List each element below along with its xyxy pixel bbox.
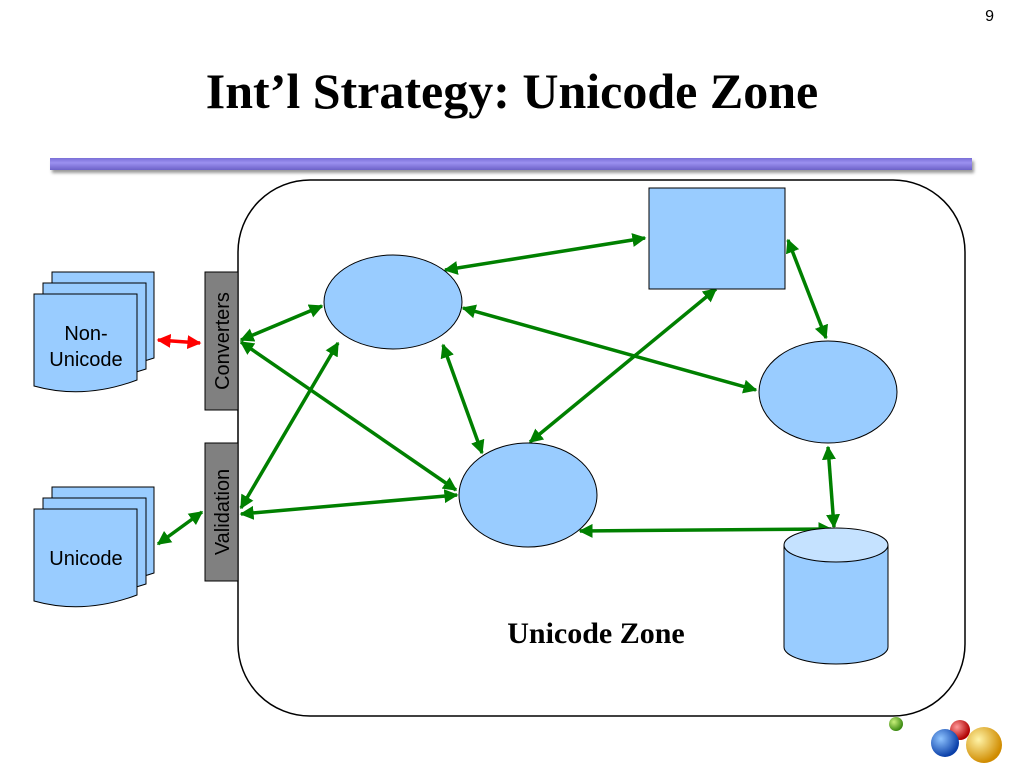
unicode-document-stack: Unicode bbox=[33, 486, 155, 608]
connection-arrows bbox=[156, 233, 841, 546]
arrow-ellipse3-cylinder bbox=[578, 522, 833, 538]
arrow-non-unicode-converters bbox=[156, 333, 202, 350]
arrow-box-ellipse2 bbox=[786, 238, 828, 340]
ellipse-node-top-left bbox=[323, 254, 463, 350]
arrow-ellipse1-box bbox=[443, 233, 647, 275]
page-number: 9 bbox=[985, 8, 994, 25]
title-divider bbox=[50, 158, 972, 170]
blue-ball-icon bbox=[931, 729, 959, 757]
non-unicode-label-line2: Unicode bbox=[49, 349, 122, 371]
arrow-validation-ellipse3 bbox=[239, 489, 459, 520]
unicode-doc-label: Unicode bbox=[49, 548, 122, 570]
database-cylinder bbox=[783, 527, 889, 665]
arrow-ellipse2-cylinder bbox=[821, 445, 841, 529]
green-ball-icon bbox=[889, 717, 903, 731]
unicode-zone-label: Unicode Zone bbox=[507, 617, 685, 650]
arrow-box-ellipse3 bbox=[528, 287, 718, 444]
non-unicode-label-line1: Non- bbox=[64, 323, 107, 345]
arrow-unicode-validation bbox=[156, 510, 204, 546]
box-node bbox=[648, 187, 786, 290]
arrow-ellipse1-ellipse3 bbox=[440, 343, 485, 455]
non-unicode-document-stack: Non- Unicode bbox=[33, 271, 155, 393]
yellow-ball-icon bbox=[966, 727, 1002, 763]
ellipse-node-center bbox=[458, 442, 598, 548]
ellipse-node-right bbox=[758, 340, 898, 444]
converters-label: Converters bbox=[212, 292, 234, 390]
validation-label: Validation bbox=[212, 469, 234, 555]
arrow-converters-ellipse1 bbox=[239, 304, 324, 342]
validation-bar: Validation bbox=[204, 442, 239, 582]
slide-title: Int’l Strategy: Unicode Zone bbox=[205, 63, 819, 119]
converters-bar: Converters bbox=[204, 271, 239, 411]
arrow-validation-ellipse1 bbox=[239, 341, 340, 510]
